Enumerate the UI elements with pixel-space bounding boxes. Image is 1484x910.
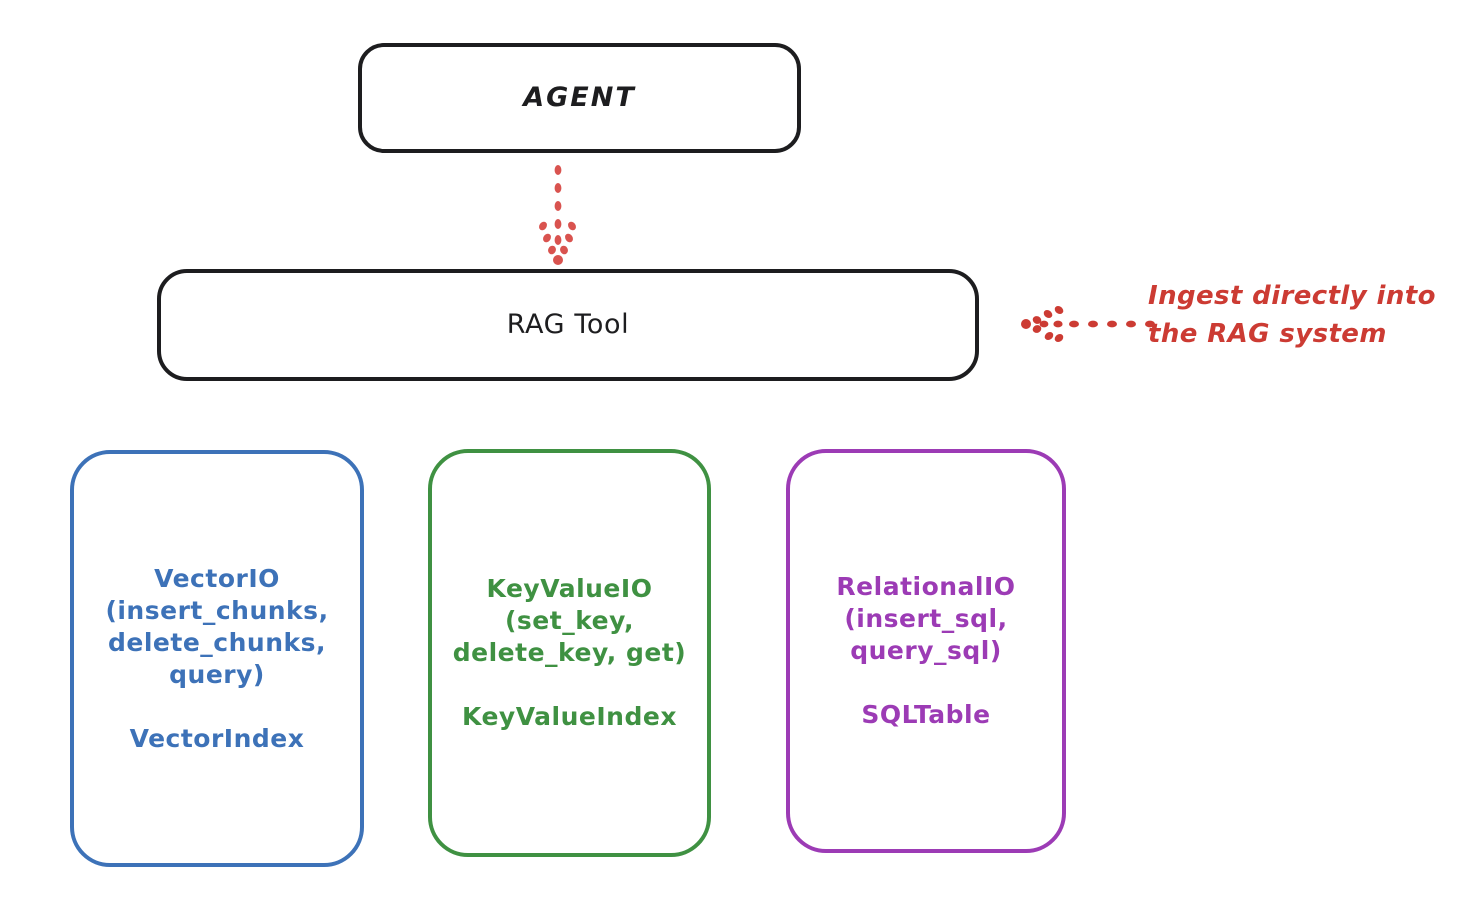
annotation-ingest-text: Ingest directly into the RAG system: [1148, 281, 1436, 349]
node-agent[interactable]: AGENT: [358, 43, 801, 153]
node-rag-tool[interactable]: RAG Tool: [157, 269, 979, 381]
node-vector-io[interactable]: VectorIO (insert_chunks, delete_chunks, …: [70, 450, 364, 867]
arrow-agent-to-rag-tool-icon: [539, 165, 576, 265]
node-relational-io[interactable]: RelationalIO (insert_sql, query_sql) SQL…: [786, 449, 1066, 853]
arrow-ingest-to-rag-tool-icon: [1021, 306, 1155, 342]
node-rag-tool-label: RAG Tool: [506, 308, 630, 340]
node-relational-io-label: RelationalIO (insert_sql, query_sql) SQL…: [836, 572, 1016, 729]
node-key-value-io[interactable]: KeyValueIO (set_key, delete_key, get) Ke…: [428, 449, 711, 857]
node-key-value-io-label: KeyValueIO (set_key, delete_key, get) Ke…: [452, 574, 687, 731]
node-agent-label: AGENT: [523, 81, 636, 113]
node-vector-io-label: VectorIO (insert_chunks, delete_chunks, …: [105, 563, 329, 753]
